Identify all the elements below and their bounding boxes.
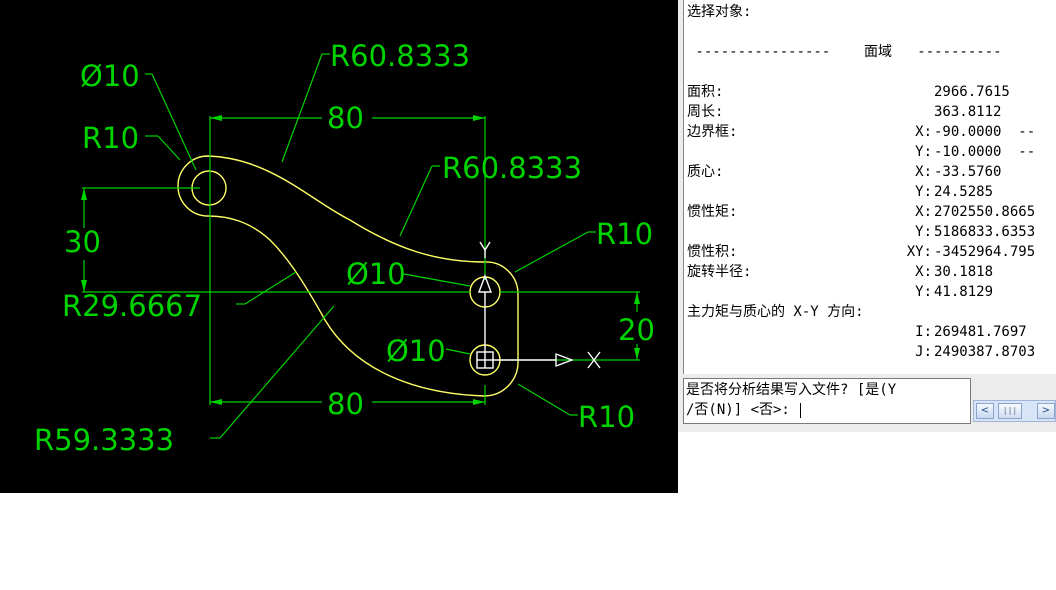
property-axis: I: — [915, 324, 932, 340]
property-axis: Y: — [915, 144, 932, 160]
property-label: 旋转半径: — [687, 264, 752, 280]
dim-20: 20 — [618, 313, 655, 347]
property-label: 边界框: — [687, 124, 738, 140]
property-row: Y:-10.0000 -- — [687, 142, 1056, 162]
dim-80-bottom: 80 — [327, 387, 364, 421]
property-value: 2702550.8665 — [934, 204, 1036, 220]
property-row: 惯性积: XY:-3452964.795 — [687, 242, 1056, 262]
property-value: -10.0000 -- — [934, 144, 1036, 160]
text-cursor — [800, 402, 802, 418]
drawing-svg: Ø10 R60.8333 R10 80 R60.8333 R10 30 Ø10 … — [34, 39, 655, 457]
property-axis: Y: — [915, 284, 932, 300]
command-prompt-text: /否(N)] <否>: — [686, 402, 799, 418]
dim-80-top: 80 — [327, 101, 364, 135]
property-row: Y:5186833.6353 — [687, 222, 1056, 242]
property-label: 质心: — [687, 164, 724, 180]
property-value: 30.1818 — [934, 264, 994, 280]
command-line-2: /否(N)] <否>: — [686, 400, 802, 420]
property-label: 周长: — [687, 104, 724, 120]
property-row: 旋转半径: X:30.1818 — [687, 262, 1056, 282]
dim-r60-top: R60.8333 — [330, 39, 470, 73]
dim-r60-mid: R60.8333 — [442, 151, 582, 185]
property-axis: Y: — [915, 184, 932, 200]
command-line[interactable]: 是否将分析结果写入文件? [是(Y /否(N)] <否>: — [683, 378, 971, 424]
property-value: 363.8112 — [934, 104, 1002, 120]
dim-r10-right-top: R10 — [596, 217, 653, 251]
dim-r10-right-bottom: R10 — [578, 400, 635, 434]
dim-30: 30 — [64, 225, 101, 259]
dim-r10-left: R10 — [82, 121, 139, 155]
property-row: Y:41.8129 — [687, 282, 1056, 302]
property-axis: X: — [915, 264, 932, 280]
property-label: 惯性矩: — [687, 204, 738, 220]
command-line-1: 是否将分析结果写入文件? [是(Y — [686, 382, 897, 398]
property-row: I:269481.7697 — [687, 322, 1056, 342]
property-row: J:2490387.8703 — [687, 342, 1056, 362]
property-row: 惯性矩: X:2702550.8665 — [687, 202, 1056, 222]
drawing-canvas[interactable]: Ø10 R60.8333 R10 80 R60.8333 R10 30 Ø10 … — [0, 0, 678, 493]
dim-dia10-top: Ø10 — [80, 59, 140, 93]
ucs-icon — [476, 241, 601, 369]
horizontal-scrollbar[interactable]: < ||| > — [973, 400, 1056, 422]
property-row: 边界框: X:-90.0000 -- — [687, 122, 1056, 142]
property-axis: XY: — [906, 244, 932, 260]
property-label: 惯性积: — [687, 244, 738, 260]
scroll-right-icon[interactable]: > — [1037, 403, 1055, 419]
property-value: -33.5760 — [934, 164, 1002, 180]
property-axis: Y: — [915, 224, 932, 240]
property-label: 面积: — [687, 84, 724, 100]
scroll-left-icon[interactable]: < — [976, 403, 994, 419]
property-row: 面积: 2966.7615 — [687, 82, 1056, 102]
dimension-lines — [81, 53, 640, 439]
property-value: 5186833.6353 — [934, 224, 1036, 240]
property-value: 2966.7615 — [934, 84, 1010, 100]
property-value: 41.8129 — [934, 284, 994, 300]
property-axis: X: — [915, 124, 932, 140]
property-value: 2490387.8703 — [934, 344, 1036, 360]
property-axis: J: — [915, 344, 932, 360]
text-output-pane[interactable]: 选择对象: ---------------- 面域 ---------- 面积:… — [683, 0, 1056, 374]
dim-dia10-mid: Ø10 — [346, 257, 406, 291]
property-row: 质心: X:-33.5760 — [687, 162, 1056, 182]
property-value: 24.5285 — [934, 184, 994, 200]
property-axis: X: — [915, 204, 932, 220]
dim-r29: R29.6667 — [62, 289, 202, 323]
property-value: -90.0000 -- — [934, 124, 1036, 140]
property-row: 主力矩与质心的 X-Y 方向: — [687, 302, 1056, 322]
part-outline — [177, 155, 519, 397]
property-value: 269481.7697 — [934, 324, 1027, 340]
property-row: 周长: 363.8112 — [687, 102, 1056, 122]
property-label: 主力矩与质心的 X-Y 方向: — [687, 304, 864, 320]
dim-dia10-bottom: Ø10 — [386, 334, 446, 368]
text-window: 选择对象: ---------------- 面域 ---------- 面积:… — [678, 0, 1056, 432]
scroll-thumb[interactable]: ||| — [998, 403, 1022, 419]
property-row: Y:24.5285 — [687, 182, 1056, 202]
dim-r59: R59.3333 — [34, 423, 174, 457]
property-value: -3452964.795 — [934, 244, 1036, 260]
property-axis: X: — [915, 164, 932, 180]
